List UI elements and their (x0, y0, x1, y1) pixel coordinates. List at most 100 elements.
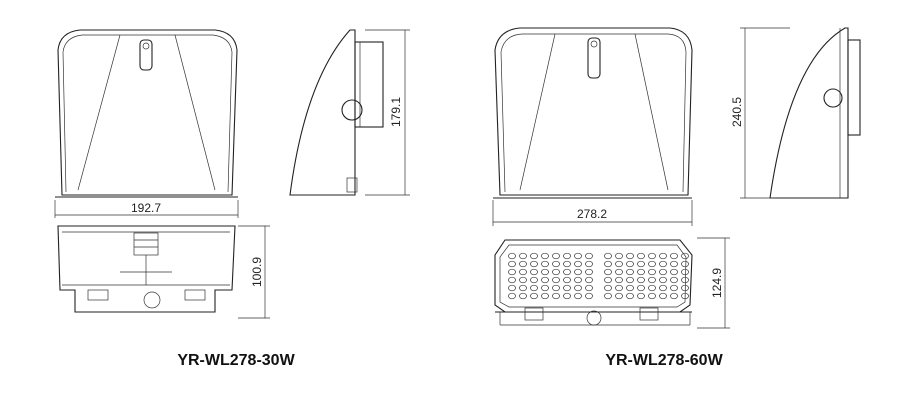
led-lens (508, 268, 516, 276)
led-lens (541, 268, 549, 276)
led-lens (585, 260, 593, 268)
led-lens (681, 268, 689, 276)
led-lens (530, 252, 538, 260)
led-lens (670, 276, 678, 284)
led-lens (681, 252, 689, 260)
led-lens (637, 260, 645, 268)
led-lens (563, 292, 571, 300)
led-lens (519, 268, 527, 276)
model-caption: YR-WL278-60W (605, 352, 723, 369)
led-lens (626, 260, 634, 268)
led-lens (541, 260, 549, 268)
model-60w-side-view: 240.5 (730, 27, 861, 199)
dimension-label: 192.7 (131, 201, 161, 215)
led-lens (626, 284, 634, 292)
led-lens (604, 252, 612, 260)
model-60w-front-view (493, 27, 693, 199)
led-lens (681, 260, 689, 268)
led-lens (574, 260, 582, 268)
model-60w-bottom-view: 124.9 (494, 237, 730, 329)
led-lens (552, 292, 560, 300)
led-lens (637, 252, 645, 260)
led-lens (552, 268, 560, 276)
led-lens (574, 284, 582, 292)
led-lens (530, 268, 538, 276)
model-60w-width-dimension: 278.2 (492, 200, 693, 226)
led-lens (615, 252, 623, 260)
led-lens (604, 260, 612, 268)
led-lens (670, 252, 678, 260)
dimension-label: 278.2 (577, 207, 607, 221)
led-lens (519, 260, 527, 268)
model-30w-side-view: 179.1 (289, 29, 410, 196)
led-lens (563, 260, 571, 268)
led-lens (604, 284, 612, 292)
led-lens (541, 292, 549, 300)
led-lens (604, 268, 612, 276)
led-lens (519, 284, 527, 292)
led-lens (670, 260, 678, 268)
led-lens (637, 268, 645, 276)
led-lens (585, 252, 593, 260)
dimension-label: 100.9 (250, 257, 264, 287)
led-lens (648, 268, 656, 276)
led-lens (648, 260, 656, 268)
led-lens (637, 284, 645, 292)
led-lens (659, 276, 667, 284)
led-lens (519, 276, 527, 284)
led-lens (626, 252, 634, 260)
led-lens (659, 268, 667, 276)
dimension-label: 124.9 (710, 268, 724, 298)
led-lens (615, 284, 623, 292)
led-lens (530, 284, 538, 292)
model-caption: YR-WL278-30W (177, 352, 295, 369)
led-lens (508, 260, 516, 268)
led-lens (604, 276, 612, 284)
led-lens (508, 252, 516, 260)
led-lens (670, 292, 678, 300)
led-lens (563, 276, 571, 284)
led-lens (659, 260, 667, 268)
model-30w-width-dimension: 192.7 (54, 200, 239, 218)
led-lens (648, 284, 656, 292)
led-lens (530, 292, 538, 300)
led-lens (670, 284, 678, 292)
led-lens (530, 276, 538, 284)
led-lens (519, 292, 527, 300)
led-lens (519, 252, 527, 260)
led-lens (604, 292, 612, 300)
led-lens (552, 284, 560, 292)
led-lens (574, 276, 582, 284)
led-lens (626, 268, 634, 276)
model-30w-bottom-view: 100.9 (57, 225, 270, 319)
led-lens (659, 252, 667, 260)
led-lens (574, 268, 582, 276)
led-lens (681, 292, 689, 300)
led-lens (552, 260, 560, 268)
led-lens (681, 276, 689, 284)
led-lens (541, 276, 549, 284)
led-lens (626, 276, 634, 284)
led-lens (552, 252, 560, 260)
led-lens (541, 252, 549, 260)
led-lens (585, 276, 593, 284)
led-lens (530, 260, 538, 268)
led-lens (681, 284, 689, 292)
led-lens (626, 292, 634, 300)
led-lens (659, 292, 667, 300)
led-lens (508, 284, 516, 292)
led-lens (637, 276, 645, 284)
led-lens (670, 268, 678, 276)
dimension-label: 179.1 (389, 97, 403, 127)
led-lens (508, 276, 516, 284)
led-lens (585, 268, 593, 276)
led-lens (585, 292, 593, 300)
led-lens (648, 292, 656, 300)
led-lens (659, 284, 667, 292)
led-lens (615, 260, 623, 268)
dimension-label: 240.5 (730, 97, 744, 127)
led-lens (615, 268, 623, 276)
led-lens (574, 292, 582, 300)
led-lens (585, 284, 593, 292)
